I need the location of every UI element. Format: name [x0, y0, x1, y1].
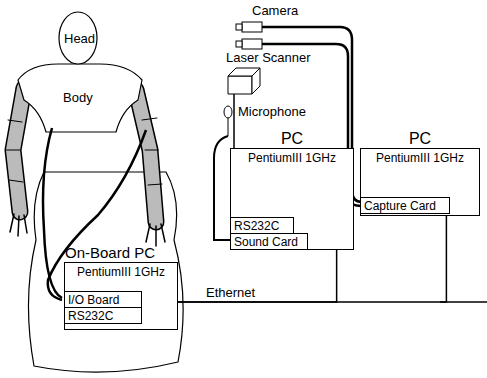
box-text: Capture Card — [361, 198, 449, 213]
box-text: Sound Card — [231, 234, 307, 249]
laser-scanner-symbol — [228, 68, 260, 94]
microphone-cable — [214, 136, 230, 240]
box-heading: PC — [231, 129, 353, 148]
box-text: PentiumIII 1GHz — [231, 149, 353, 165]
board-box: RS232C — [64, 307, 142, 324]
box-text: RS232C — [65, 308, 141, 323]
microphone-symbol — [224, 106, 232, 136]
part-label: Laser Scanner — [226, 50, 311, 65]
box-text: I/O Board — [65, 292, 141, 307]
box-heading: On-Board PC — [65, 244, 155, 262]
part-label: Body — [63, 90, 93, 105]
board-box: Capture Card — [360, 197, 450, 214]
computer-box: PCPentiumIII 1GHzCapture Card — [360, 148, 480, 216]
box-text: PentiumIII 1GHz — [361, 149, 479, 165]
box-heading: PC — [361, 129, 479, 148]
robot-head — [59, 12, 97, 64]
board-box: Sound Card — [230, 233, 308, 250]
box-text: PentiumIII 1GHz — [65, 263, 177, 279]
camera-symbol — [236, 22, 262, 49]
computer-box: PCPentiumIII 1GHzRS232CSound Card — [230, 148, 354, 250]
part-label: Head — [64, 31, 95, 46]
part-label: Microphone — [238, 104, 306, 119]
board-box: RS232C — [230, 217, 294, 234]
ethernet-line — [178, 250, 337, 302]
board-box: I/O Board — [64, 291, 142, 308]
box-text: RS232C — [231, 218, 293, 233]
part-label: Camera — [252, 3, 298, 18]
part-label: Ethernet — [206, 285, 255, 300]
computer-box: On-Board PCPentiumIII 1GHzI/O BoardRS232… — [64, 262, 178, 330]
robot-body — [18, 64, 142, 132]
